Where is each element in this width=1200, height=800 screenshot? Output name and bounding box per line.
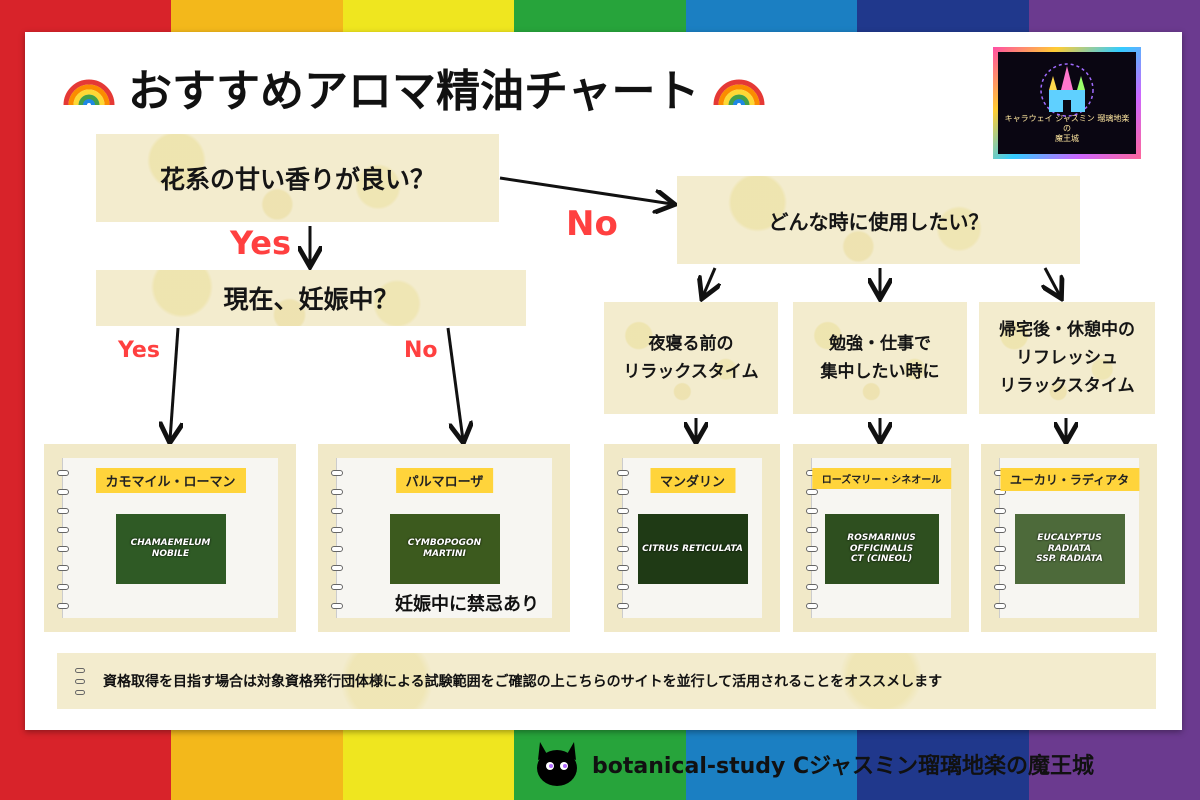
usage-line: 集中したい時に	[820, 362, 940, 382]
no-label: No	[566, 204, 618, 244]
oil-card-chamomile: カモマイル・ローマン CHAMAEMELUM NOBILE	[44, 444, 296, 632]
binder-rings	[806, 470, 818, 609]
oil-card-rosemary: ローズマリー・シネオール ROSMARINUS OFFICINALIS CT (…	[793, 444, 969, 632]
notebook-page: カモマイル・ローマン CHAMAEMELUM NOBILE	[57, 458, 278, 618]
oil-photo: CYMBOPOGON MARTINI	[389, 514, 500, 584]
oil-card-palmarosa: パルマローザ CYMBOPOGON MARTINI 妊娠中に禁忌あり	[318, 444, 570, 632]
oil-name: ユーカリ・ラディアタ	[999, 468, 1140, 491]
notebook-page: マンダリン CITRUS RETICULATA	[617, 458, 762, 618]
latin-name: ROSMARINUS OFFICINALIS	[847, 532, 916, 554]
yes-label: Yes	[118, 338, 160, 363]
usage-focus: 勉強・仕事で 集中したい時に	[793, 302, 967, 414]
notebook-page: ユーカリ・ラディアタ EUCALYPTUS RADIATA SSP. RADIA…	[994, 458, 1140, 618]
oil-card-mandarin: マンダリン CITRUS RETICULATA	[604, 444, 780, 632]
note-text: 資格取得を目指す場合は対象資格発行団体様による試験範囲をご確認の上こちらのサイト…	[103, 674, 943, 690]
usage-line: 帰宅後・休憩中の	[999, 319, 1135, 340]
usage-bedtime: 夜寝る前の リラックスタイム	[604, 302, 778, 414]
castle-icon	[1040, 63, 1094, 117]
footer-text: botanical-study Cジャスミン瑠璃地楽の魔王城	[592, 754, 1095, 779]
question-floral: 花系の甘い香りが良い？	[96, 134, 499, 222]
oil-name: ローズマリー・シネオール	[811, 468, 952, 489]
oil-name: マンダリン	[649, 468, 736, 493]
usage-line: リフレッシュ	[1016, 347, 1118, 368]
pregnancy-warning: 妊娠中に禁忌あり	[395, 594, 539, 615]
no-label: No	[404, 338, 438, 363]
binder-rings	[57, 470, 69, 609]
notebook-page: パルマローザ CYMBOPOGON MARTINI 妊娠中に禁忌あり	[331, 458, 552, 618]
oil-photo: EUCALYPTUS RADIATA SSP. RADIATA	[1014, 514, 1125, 584]
logo-line1: キャラウェイ ジャスミン 瑠璃地楽	[1004, 114, 1130, 123]
black-cat-icon	[537, 742, 577, 786]
latin-name: SSP. RADIATA	[1036, 554, 1103, 565]
latin-name: CT (CINEOL)	[850, 554, 913, 565]
binder-rings	[331, 470, 343, 609]
oil-card-eucalyptus: ユーカリ・ラディアタ EUCALYPTUS RADIATA SSP. RADIA…	[981, 444, 1157, 632]
castle-logo: キャラウェイ ジャスミン 瑠璃地楽 の 魔王城	[993, 47, 1141, 159]
latin-name: CITRUS RETICULATA	[642, 543, 743, 554]
oil-photo: ROSMARINUS OFFICINALIS CT (CINEOL)	[824, 514, 939, 584]
rainbow-icon	[713, 79, 765, 106]
oil-photo: CHAMAEMELUM NOBILE	[115, 514, 226, 584]
question-usage: どんな時に使用したい？	[677, 176, 1080, 264]
page-title: おすすめアロマ精油チャート	[60, 52, 768, 122]
usage-line: リラックスタイム	[623, 362, 759, 382]
site-credit: botanical-study Cジャスミン瑠璃地楽の魔王城	[532, 736, 1094, 792]
rainbow-icon	[63, 79, 115, 106]
binder-rings	[617, 470, 629, 609]
oil-name: カモマイル・ローマン	[95, 468, 246, 493]
usage-line: 夜寝る前の	[648, 333, 734, 354]
usage-refresh: 帰宅後・休憩中の リフレッシュ リラックスタイム	[979, 302, 1155, 414]
logo-line2: の	[1063, 124, 1071, 133]
certification-note: 資格取得を目指す場合は対象資格発行団体様による試験範囲をご確認の上こちらのサイト…	[57, 653, 1156, 709]
title-text: おすすめアロマ精油チャート	[128, 66, 700, 117]
usage-line: 勉強・仕事で	[829, 333, 931, 354]
latin-name: CYMBOPOGON MARTINI	[407, 538, 482, 559]
latin-name: EUCALYPTUS RADIATA	[1037, 532, 1102, 554]
latin-name: CHAMAEMELUM NOBILE	[130, 538, 211, 559]
question-pregnant: 現在、妊娠中？	[96, 270, 526, 326]
oil-name: パルマローザ	[395, 468, 494, 493]
usage-line: リラックスタイム	[999, 376, 1135, 397]
oil-photo: CITRUS RETICULATA	[637, 514, 748, 584]
binder-rings	[75, 667, 85, 695]
yes-label: Yes	[230, 224, 291, 262]
logo-line3: 魔王城	[1055, 134, 1079, 143]
notebook-page: ローズマリー・シネオール ROSMARINUS OFFICINALIS CT (…	[806, 458, 952, 618]
